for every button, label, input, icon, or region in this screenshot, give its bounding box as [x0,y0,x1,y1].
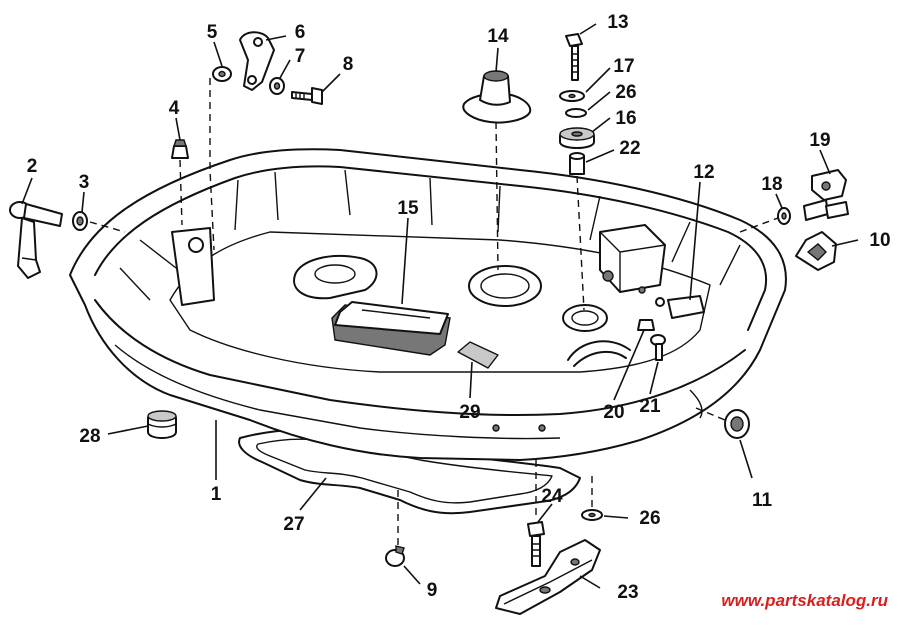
callout-13: 13 [607,12,628,33]
nut-part-4 [171,139,189,159]
bolt-part-8 [291,87,323,105]
washer-part-7 [269,77,285,95]
cover-plate-part-15 [331,301,451,356]
callout-7: 7 [295,46,306,67]
callout-22: 22 [619,138,640,159]
washer-part-18 [777,207,791,225]
fitting-part-19 [803,169,849,221]
callout-2: 2 [27,156,38,177]
callout-29: 29 [459,402,480,423]
callout-27: 27 [283,514,304,535]
bolt-part-20 [637,319,655,331]
callout-21: 21 [639,396,661,417]
grommet-part-14 [462,70,532,124]
washer-part-17 [559,90,585,102]
callout-10: 10 [869,230,890,251]
grommet-part-16 [559,127,595,149]
watermark-text: www.partskatalog.ru [721,591,888,610]
clip-part-10 [795,231,837,271]
bolt-part-21 [650,334,666,361]
callout-19: 19 [809,130,830,151]
callout-6: 6 [295,22,306,43]
washer-part-5 [212,66,232,82]
washer-part-3 [72,211,88,231]
callout-24: 24 [541,486,563,507]
clip-part-29 [457,341,499,369]
plug-part-9 [385,545,405,567]
callout-5: 5 [207,22,218,43]
washer-part-26-bottom [581,509,603,521]
callout-15: 15 [397,198,419,219]
callout-16: 16 [615,108,636,129]
callout-23: 23 [617,582,638,603]
callout-9: 9 [427,580,438,601]
callout-3: 3 [79,172,90,193]
washer-part-26-top [565,108,587,118]
callout-20: 20 [603,402,624,423]
spacer-part-22 [569,152,585,175]
bushing-part-28 [147,410,177,439]
screw-part-13 [565,33,583,81]
callout-18: 18 [761,174,782,195]
callout-14: 14 [487,26,509,47]
leader-lines [21,23,859,589]
callout-26-bottom: 26 [639,508,660,529]
link-bracket-part-6 [239,31,275,91]
callout-1: 1 [211,484,222,505]
bolt-part-24 [527,521,545,567]
bracket-part-23 [495,539,601,615]
callout-26-top: 26 [615,82,636,103]
callout-28: 28 [79,426,100,447]
callout-8: 8 [343,54,354,75]
callout-11: 11 [752,490,773,511]
callout-17: 17 [613,56,634,77]
callout-labels: 1 2 3 4 5 6 7 8 9 10 11 12 13 14 15 16 1… [27,12,891,603]
lever-part-2 [9,201,63,279]
alignment-lines [89,78,779,545]
engine-cover-pan-part-1 [69,148,787,461]
grommet-part-11 [724,409,750,439]
callout-4: 4 [169,98,180,119]
callout-12: 12 [693,162,714,183]
